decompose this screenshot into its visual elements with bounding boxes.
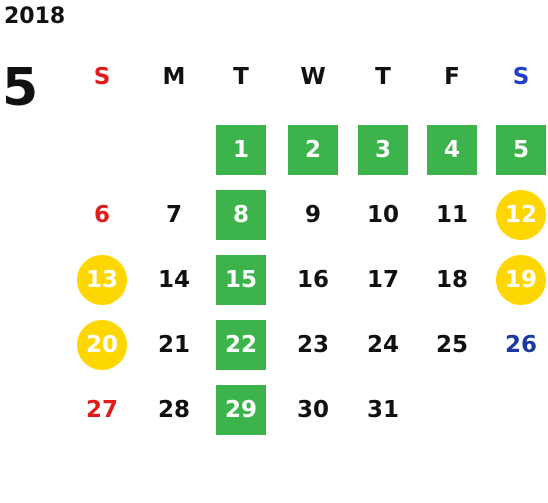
- calendar-year: 2018: [4, 4, 66, 29]
- day-cell-23[interactable]: 23: [296, 332, 329, 358]
- day-cell-16[interactable]: 16: [296, 267, 329, 293]
- day-cell-2[interactable]: 2: [288, 125, 338, 175]
- day-cell-31[interactable]: 31: [366, 397, 399, 423]
- day-cell-27[interactable]: 27: [85, 397, 118, 423]
- day-cell-4[interactable]: 4: [427, 125, 477, 175]
- day-cell-12[interactable]: 12: [496, 190, 546, 240]
- day-cell-17[interactable]: 17: [366, 267, 399, 293]
- day-cell-22[interactable]: 22: [216, 320, 266, 370]
- day-cell-15[interactable]: 15: [216, 255, 266, 305]
- day-cell-11[interactable]: 11: [435, 202, 468, 228]
- day-cell-14[interactable]: 14: [157, 267, 190, 293]
- weekday-label-tue: T: [233, 64, 249, 90]
- weekday-label-wed: W: [300, 64, 326, 90]
- day-cell-8[interactable]: 8: [216, 190, 266, 240]
- day-cell-6[interactable]: 6: [93, 202, 110, 228]
- weekday-label-mon: M: [162, 64, 186, 90]
- day-cell-24[interactable]: 24: [366, 332, 399, 358]
- day-cell-7[interactable]: 7: [165, 202, 182, 228]
- day-cell-19[interactable]: 19: [496, 255, 546, 305]
- day-cell-20[interactable]: 20: [77, 320, 127, 370]
- day-cell-28[interactable]: 28: [157, 397, 190, 423]
- day-cell-9[interactable]: 9: [304, 202, 321, 228]
- weekday-label-sun: S: [93, 64, 111, 90]
- day-cell-21[interactable]: 21: [157, 332, 190, 358]
- weekday-label-fri: F: [444, 64, 460, 90]
- weekday-label-sat: S: [512, 64, 530, 90]
- day-cell-25[interactable]: 25: [435, 332, 468, 358]
- day-cell-18[interactable]: 18: [435, 267, 468, 293]
- day-cell-5[interactable]: 5: [496, 125, 546, 175]
- calendar-month: 5: [2, 58, 39, 118]
- day-cell-1[interactable]: 1: [216, 125, 266, 175]
- day-cell-29[interactable]: 29: [216, 385, 266, 435]
- day-cell-3[interactable]: 3: [358, 125, 408, 175]
- day-cell-26[interactable]: 26: [504, 332, 537, 358]
- day-cell-10[interactable]: 10: [366, 202, 399, 228]
- weekday-label-thu: T: [375, 64, 391, 90]
- day-cell-30[interactable]: 30: [296, 397, 329, 423]
- day-cell-13[interactable]: 13: [77, 255, 127, 305]
